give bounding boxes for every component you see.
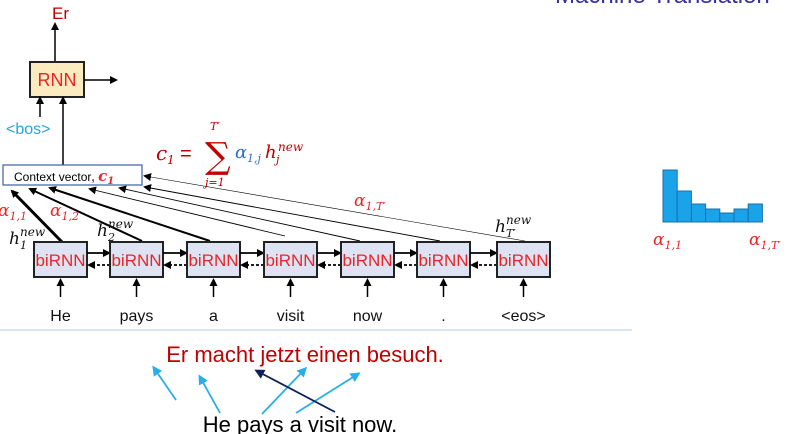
- alpha-label: α1,T′: [354, 191, 386, 213]
- svg-text:1,j: 1,j: [247, 152, 261, 165]
- svg-text:T′: T′: [210, 120, 220, 133]
- svg-text:new: new: [278, 140, 304, 154]
- input-token: visit: [277, 308, 305, 325]
- birnn-label: biRNN: [265, 251, 315, 270]
- attention-bar: [662, 169, 678, 223]
- input-token: <eos>: [501, 308, 545, 325]
- birnn-cell: [416, 241, 471, 278]
- svg-text:c: c: [156, 141, 167, 165]
- birnn-label: biRNN: [418, 251, 468, 270]
- alpha-label: α1,2: [50, 201, 79, 223]
- hidden-label: hT′: [495, 217, 516, 240]
- attention-weight-chart: [662, 169, 763, 223]
- birnn-cell: [109, 241, 164, 278]
- alignment-arrow: [295, 372, 361, 414]
- hidden-label-sup: new: [506, 213, 532, 227]
- alignment-arrow: [152, 365, 177, 401]
- svg-text:∑: ∑: [205, 136, 231, 177]
- svg-text:=: =: [180, 143, 192, 165]
- birnn-label: biRNN: [188, 251, 238, 270]
- attention-bar: [705, 208, 721, 223]
- birnn-label: biRNN: [111, 251, 161, 270]
- attention-line: [88, 186, 286, 237]
- svg-text:α: α: [235, 142, 247, 163]
- chart-label-first: α1,1: [653, 230, 682, 252]
- attention-bar: [676, 190, 692, 223]
- attention-line: [28, 187, 143, 242]
- birnn-cell: [340, 241, 395, 278]
- chart-label-last: α1,T′: [749, 230, 781, 252]
- input-token: .: [441, 308, 445, 325]
- attention-bar: [690, 203, 707, 223]
- attention-bar: [719, 212, 735, 223]
- birnn-label: biRNN: [498, 251, 548, 270]
- hidden-label-sup: new: [20, 225, 46, 239]
- birnn-cell: [186, 241, 241, 278]
- attention-bar: [733, 208, 749, 223]
- input-token: He: [50, 308, 71, 325]
- rnn-label: RNN: [38, 70, 77, 90]
- hidden-label: h2: [97, 221, 115, 244]
- decoder-output: Er: [52, 4, 69, 23]
- attention-line: [143, 184, 441, 242]
- svg-text:j: j: [273, 153, 280, 166]
- attention-line: [143, 173, 526, 242]
- birnn-label: biRNN: [342, 251, 392, 270]
- svg-text:h: h: [265, 142, 277, 163]
- context-vector-box: [2, 164, 143, 186]
- attention-lines: [10, 173, 526, 244]
- encoder: biRNN He biRNN pays biRNN a biRNN visit biRNN now…: [33, 241, 551, 325]
- birnn-label: biRNN: [35, 251, 85, 270]
- svg-text:j=1: j=1: [202, 176, 225, 189]
- svg-text:1: 1: [167, 153, 175, 167]
- context-formula: c 1 = ∑ T′ j=1 α 1,j h j new: [156, 120, 304, 189]
- attention-line: [10, 189, 64, 244]
- source-sentence: He pays a visit now.: [203, 412, 397, 434]
- context-vector-label: Context vector, c1: [14, 167, 114, 187]
- birnn-cell: [33, 241, 88, 278]
- alpha-label: α1,1: [0, 201, 27, 223]
- attention-bar: [747, 203, 763, 223]
- attention-line: [118, 185, 361, 242]
- alignment-arrow: [254, 369, 336, 413]
- birnn-cell: [496, 241, 551, 278]
- input-token: now: [353, 308, 383, 325]
- hidden-label: h1: [9, 229, 27, 252]
- alignment-arrow: [261, 366, 308, 415]
- bos-token: <bos>: [6, 121, 50, 138]
- slide-title: Machine Translation: [555, 0, 770, 9]
- target-sentence: Er macht jetzt einen besuch.: [166, 342, 444, 367]
- alignment-arrows: [152, 365, 361, 415]
- attention-line: [48, 186, 211, 242]
- input-token: a: [209, 308, 218, 325]
- hidden-label-sup: new: [108, 217, 134, 231]
- input-token: pays: [120, 308, 154, 325]
- alignment-arrow: [198, 374, 221, 414]
- birnn-cell: [263, 241, 318, 278]
